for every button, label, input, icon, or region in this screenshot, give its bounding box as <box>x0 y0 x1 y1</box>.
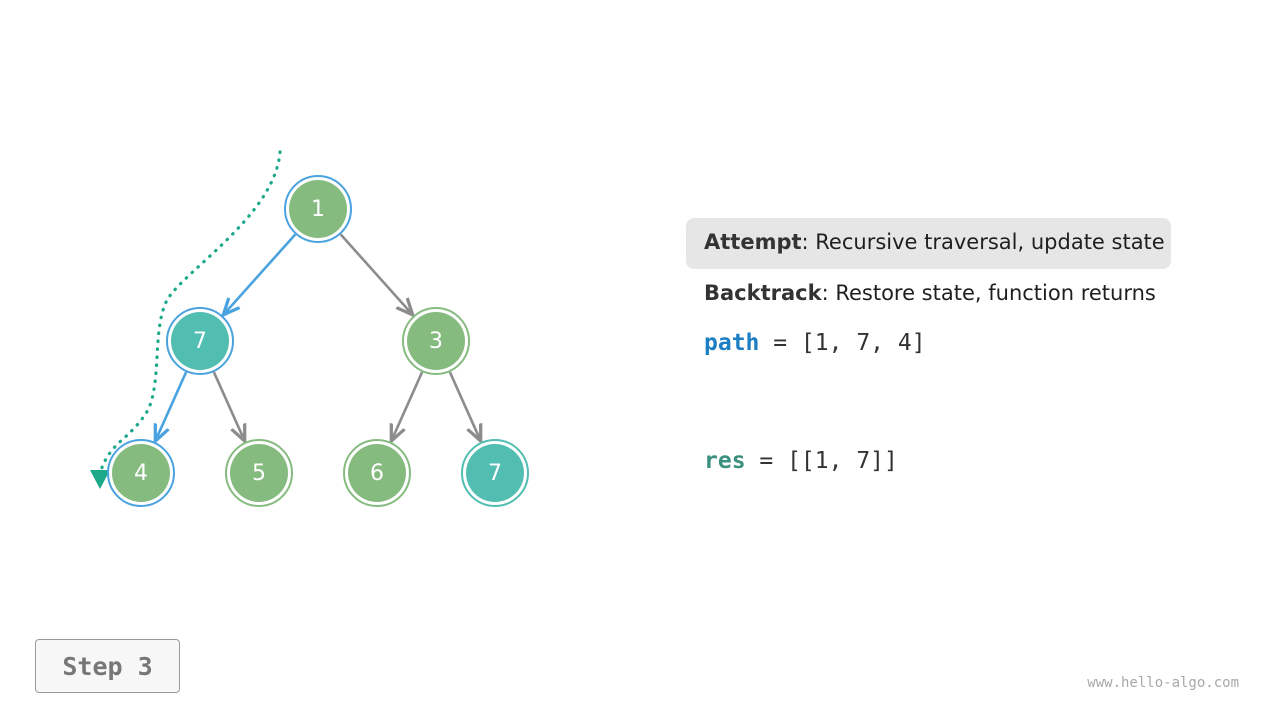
path-value: = [1, 7, 4] <box>759 330 926 356</box>
edge-n1-n7a <box>223 233 297 315</box>
tree-node-n4: 4 <box>107 439 175 507</box>
node-label: 6 <box>370 461 384 486</box>
node-label: 1 <box>311 197 325 222</box>
node-circle <box>289 180 347 238</box>
tree-node-n6: 6 <box>343 439 411 507</box>
tree-node-n5: 5 <box>225 439 293 507</box>
tree-node-n7a: 7 <box>166 307 234 375</box>
backtrack-description: : Restore state, function returns <box>821 281 1156 305</box>
edge-n3-n6 <box>391 371 424 441</box>
watermark: www.hello-algo.com <box>1087 675 1239 691</box>
traversal-path <box>99 150 282 472</box>
nodes: 1 7 3 4 5 6 7 <box>107 175 529 507</box>
node-circle <box>466 444 524 502</box>
tree-node-n3: 3 <box>402 307 470 375</box>
legend-attempt: Attempt: Recursive traversal, update sta… <box>704 230 1165 254</box>
tree-node-n1: 1 <box>284 175 352 243</box>
binary-tree-diagram: 1 7 3 4 5 6 7 <box>90 150 529 507</box>
edge-n7a-n4 <box>155 371 188 441</box>
attempt-term: Attempt <box>704 230 802 254</box>
node-circle <box>407 312 465 370</box>
backtrack-term: Backtrack <box>704 281 822 305</box>
edge-n7a-n5 <box>212 371 245 441</box>
res-value: = [[1, 7]] <box>745 448 898 474</box>
node-circle <box>348 444 406 502</box>
step-indicator: Step 3 <box>35 639 180 693</box>
node-circle <box>230 444 288 502</box>
node-label: 7 <box>193 329 207 354</box>
node-label: 4 <box>134 461 148 486</box>
node-label: 3 <box>429 329 443 354</box>
node-label: 7 <box>488 461 502 486</box>
node-circle <box>112 444 170 502</box>
attempt-highlight <box>686 218 1171 269</box>
res-variable: res <box>704 448 746 474</box>
res-state: res = [[1, 7]] <box>704 448 898 474</box>
path-state: path = [1, 7, 4] <box>704 330 926 356</box>
edge-n1-n3 <box>339 233 413 315</box>
node-circle <box>171 312 229 370</box>
edges <box>155 233 481 441</box>
node-label: 5 <box>252 461 266 486</box>
legend-backtrack: Backtrack: Restore state, function retur… <box>704 281 1156 305</box>
attempt-description: : Recursive traversal, update state <box>801 230 1165 254</box>
traversal-path-arrowhead <box>90 470 110 489</box>
edge-n3-n7b <box>448 371 481 441</box>
path-variable: path <box>704 330 760 356</box>
tree-node-n7b: 7 <box>461 439 529 507</box>
